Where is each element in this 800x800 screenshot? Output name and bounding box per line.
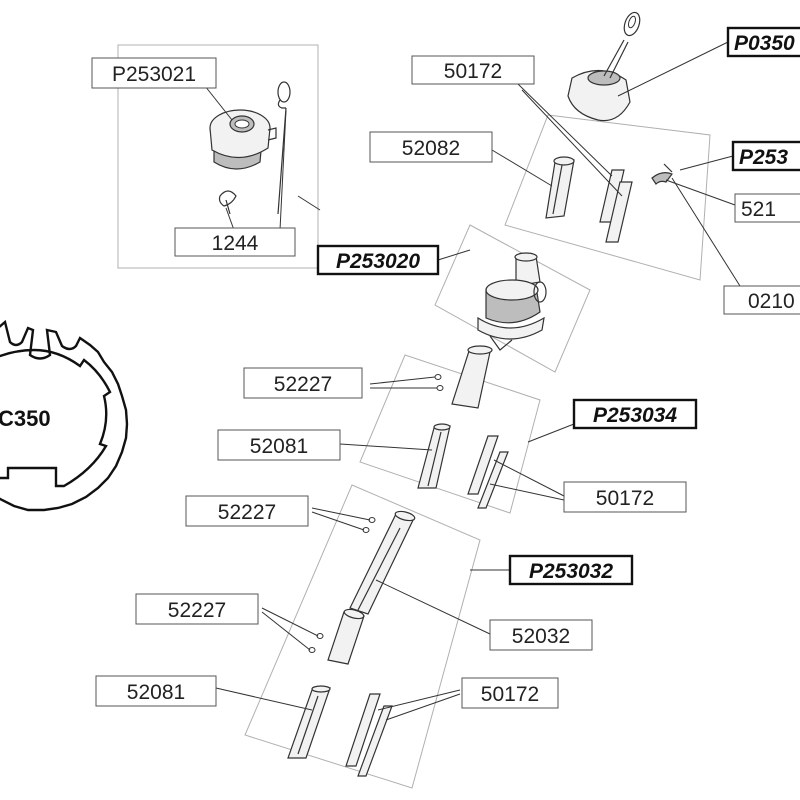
group-p253032 — [244, 484, 481, 789]
svg-text:50172: 50172 — [444, 60, 502, 83]
label-52081-b: 52081 — [95, 675, 217, 707]
pins-52227-c — [308, 633, 324, 653]
svg-text:52032: 52032 — [512, 625, 570, 648]
label-52081-a: 52081 — [217, 429, 341, 461]
split-tube-52082 — [545, 156, 575, 219]
pins-50172-mid — [467, 435, 509, 509]
short-tube — [327, 608, 365, 665]
label-p253-partial: P253 — [731, 140, 800, 172]
svg-text:P253034: P253034 — [593, 404, 677, 427]
label-50172-bottom: 50172 — [461, 677, 559, 709]
label-p253032: P253032 — [508, 554, 634, 586]
svg-text:P0350: P0350 — [734, 32, 795, 55]
svg-text:52227: 52227 — [274, 373, 332, 396]
svg-text:P253020: P253020 — [336, 250, 420, 273]
pull-pin-ring — [277, 81, 291, 215]
svg-text:P253032: P253032 — [529, 560, 613, 583]
label-p0350: P0350 — [726, 26, 800, 58]
svg-text:52227: 52227 — [218, 501, 276, 524]
svg-text:50172: 50172 — [596, 487, 654, 510]
coupler-p253020 — [451, 252, 547, 409]
group-p253020 — [434, 224, 591, 373]
long-tube-52032 — [349, 510, 416, 615]
svg-text:P253: P253 — [739, 146, 788, 169]
label-52227-a: 52227 — [243, 367, 363, 399]
pins-52227-b — [362, 517, 376, 533]
svg-text:52081: 52081 — [250, 435, 308, 458]
split-tube-52081-b — [287, 685, 331, 759]
label-52032: 52032 — [489, 619, 593, 651]
spring-pin-right — [651, 163, 673, 185]
label-0210-partial: 0210 — [723, 285, 800, 315]
clip-1244 — [218, 190, 237, 215]
label-1244: 1244 — [174, 227, 296, 257]
pins-50172-top — [599, 169, 633, 243]
label-52227-b: 52227 — [185, 495, 309, 527]
c350-profile-outline — [0, 319, 129, 512]
label-521-partial: 521 — [734, 193, 800, 223]
label-p253020: P253020 — [316, 244, 440, 276]
label-50172-top: 50172 — [411, 55, 535, 85]
c350-profile-name: C350 — [0, 406, 51, 431]
parts — [209, 11, 673, 777]
clamp-body-p253021 — [209, 109, 277, 170]
label-p253021: P253021 — [91, 57, 217, 89]
svg-text:52081: 52081 — [127, 681, 185, 704]
group-top-right — [504, 114, 711, 281]
svg-text:P253021: P253021 — [112, 63, 196, 86]
label-p253034: P253034 — [572, 398, 698, 430]
leader-lines — [204, 41, 741, 721]
label-50172-mid: 50172 — [563, 481, 687, 513]
svg-text:1244: 1244 — [212, 232, 259, 255]
svg-text:52227: 52227 — [168, 599, 226, 622]
svg-text:50172: 50172 — [481, 683, 539, 706]
c350-profile: C350 — [0, 319, 129, 512]
svg-text:0210: 0210 — [748, 290, 795, 313]
split-tube-52081-a — [417, 423, 451, 489]
group-p253034 — [359, 354, 541, 514]
svg-text:52082: 52082 — [402, 137, 460, 160]
pins-50172-bottom — [345, 693, 393, 777]
svg-text:521: 521 — [741, 198, 776, 221]
label-52082: 52082 — [369, 131, 493, 163]
label-52227-c: 52227 — [135, 593, 259, 625]
knob-p0350 — [567, 11, 641, 122]
